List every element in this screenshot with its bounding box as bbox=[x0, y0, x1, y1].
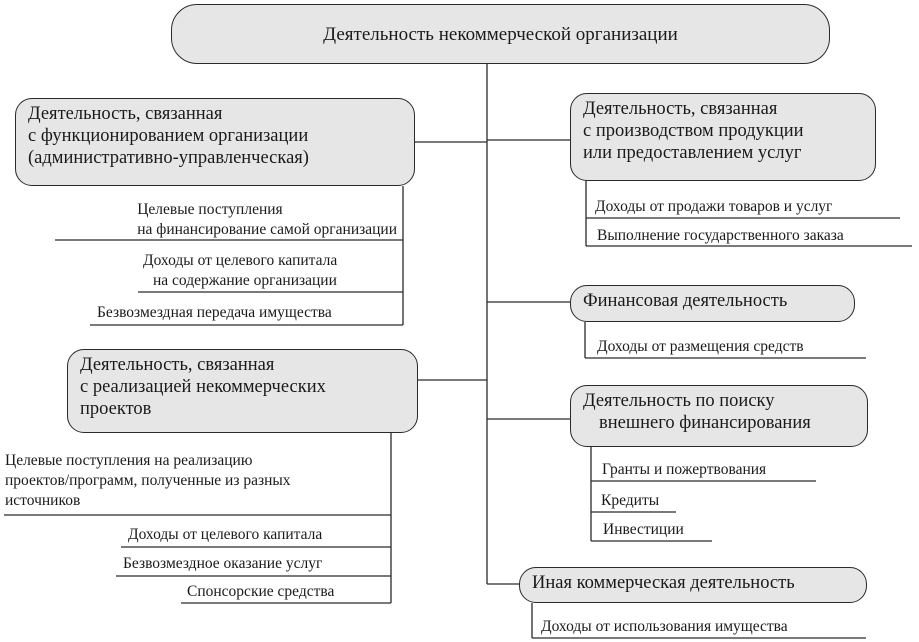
category-right-1: Деятельность, связанная с производством … bbox=[570, 93, 876, 181]
category-line: (административно-управленческая) bbox=[28, 148, 309, 168]
root-node: Деятельность некоммерческой организации bbox=[171, 4, 830, 64]
category-right-4: Иная коммерческая деятельность bbox=[519, 567, 867, 603]
item-left-1-1: Целевые поступления на финансирование са… bbox=[137, 201, 397, 238]
item-right-3-2: Кредиты bbox=[601, 492, 660, 509]
category-line: Деятельность, связанная bbox=[583, 99, 778, 119]
category-line: Деятельность по поиску bbox=[583, 391, 775, 411]
category-line: с производством продукции bbox=[583, 121, 804, 141]
item-right-2-1: Доходы от размещения средств bbox=[597, 338, 804, 355]
item-left-2-3: Безвозмездное оказание услуг bbox=[123, 555, 323, 572]
category-line: внешнего финансирования bbox=[599, 413, 811, 433]
category-line: проектов bbox=[80, 399, 152, 419]
item-right-3-3: Инвестиции bbox=[603, 521, 684, 538]
category-right-3: Деятельность по поиску внешнего финансир… bbox=[570, 385, 868, 447]
item-right-4-1: Доходы от использования имущества bbox=[541, 618, 788, 635]
item-left-2-1: Целевые поступления на реализацию проект… bbox=[5, 452, 291, 509]
category-line: или предоставлением услуг bbox=[583, 143, 802, 163]
root-label: Деятельность некоммерческой организации bbox=[323, 24, 678, 45]
category-left-1: Деятельность, связанная с функционирован… bbox=[15, 98, 415, 186]
category-line: Деятельность, связанная bbox=[28, 104, 223, 124]
category-line: с реализацией некоммерческих bbox=[80, 377, 326, 397]
category-right-2: Финансовая деятельность bbox=[570, 285, 855, 322]
item-right-1-2: Выполнение государственного заказа bbox=[597, 227, 844, 244]
item-left-1-2: Доходы от целевого капитала на содержани… bbox=[143, 252, 338, 289]
item-left-2-2: Доходы от целевого капитала bbox=[128, 526, 323, 543]
item-left-2-4: Спонсорские средства bbox=[187, 583, 335, 600]
item-right-1-1: Доходы от продажи товаров и услуг bbox=[595, 198, 833, 215]
category-line: Финансовая деятельность bbox=[583, 291, 788, 311]
category-left-2: Деятельность, связанная с реализацией не… bbox=[67, 349, 418, 433]
category-line: Деятельность, связанная bbox=[80, 355, 275, 375]
category-line: Иная коммерческая деятельность bbox=[532, 573, 795, 593]
item-left-1-3: Безвозмездная передача имущества bbox=[97, 304, 332, 321]
item-right-3-1: Гранты и пожертвования bbox=[602, 461, 767, 478]
category-line: с функционированием организации bbox=[28, 126, 309, 146]
